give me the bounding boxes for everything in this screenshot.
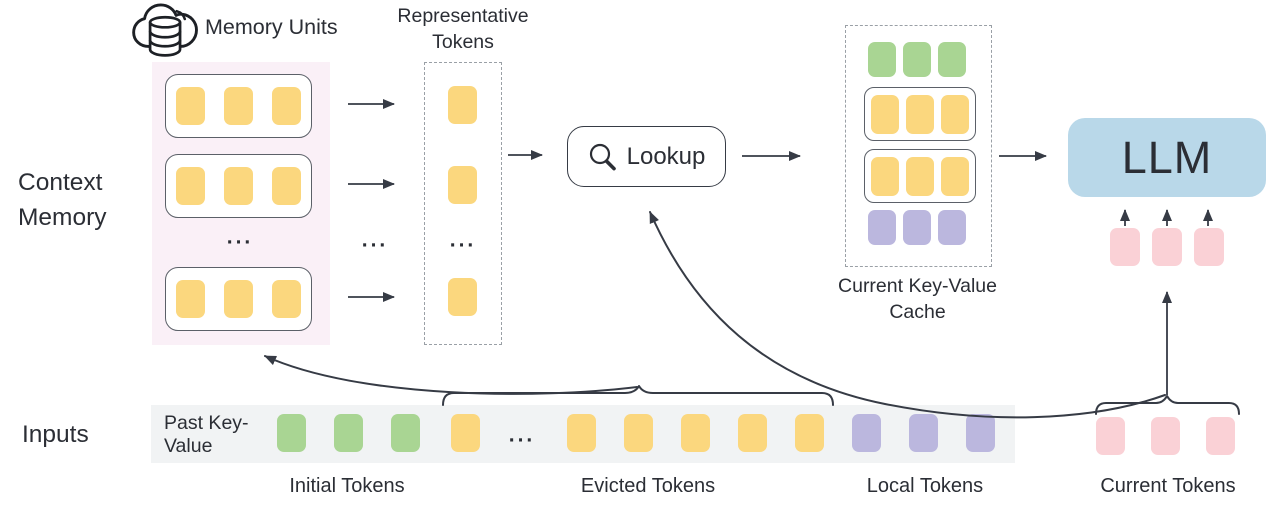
memory-token <box>176 167 205 205</box>
cache-memory-token <box>871 94 899 134</box>
current-tokens-brace <box>1095 395 1240 415</box>
evicted-token <box>567 414 596 452</box>
llm-input-token <box>1194 228 1224 266</box>
representative-ellipsis: ... <box>449 228 477 252</box>
memory-token <box>176 87 205 125</box>
evicted-tokens-group <box>451 414 480 452</box>
memory-unit <box>165 154 312 218</box>
cache-local-row <box>868 210 966 245</box>
representative-token <box>448 166 477 204</box>
representative-token-slot <box>448 166 477 204</box>
evicted-token <box>681 414 710 452</box>
initial-tokens-label: Initial Tokens <box>289 475 405 497</box>
initial-token <box>277 414 306 452</box>
initial-tokens-group <box>277 414 420 452</box>
memory-token <box>272 280 301 318</box>
llm-input-tokens <box>1110 228 1224 266</box>
initial-token <box>334 414 363 452</box>
cloud-database-icon <box>132 3 198 57</box>
representative-token-slot <box>448 278 477 316</box>
llm-label: LLM <box>1121 131 1213 183</box>
representative-tokens-label: Representative Tokens <box>397 5 529 53</box>
arrows-ellipsis: ... <box>361 228 389 252</box>
representative-token <box>448 86 477 124</box>
evicted-ellipsis: ... <box>508 423 536 447</box>
context-memory-label: Context Memory <box>18 169 107 231</box>
representative-token-slot <box>448 86 477 124</box>
memory-ellipsis: ... <box>226 225 254 249</box>
cache-memory-token <box>906 94 934 134</box>
llm-box: LLM <box>1068 118 1266 197</box>
current-token <box>1096 417 1125 455</box>
cache-local-token <box>903 210 931 245</box>
memory-token <box>224 167 253 205</box>
evicted-token <box>451 414 480 452</box>
llm-input-token <box>1110 228 1140 266</box>
cache-initial-token <box>903 42 931 77</box>
cache-memory-token <box>941 156 969 196</box>
representative-token <box>448 278 477 316</box>
evicted-token <box>795 414 824 452</box>
local-token <box>966 414 995 452</box>
memory-token <box>224 87 253 125</box>
cache-initial-row <box>868 42 966 77</box>
current-kv-cache-label: Current Key-Value Cache <box>838 275 997 323</box>
current-tokens-group <box>1096 417 1235 455</box>
cache-local-token <box>938 210 966 245</box>
cache-initial-token <box>938 42 966 77</box>
cache-local-token <box>868 210 896 245</box>
current-token <box>1151 417 1180 455</box>
cache-memory-unit <box>864 87 976 141</box>
cache-memory-token <box>941 94 969 134</box>
evicted-token <box>738 414 767 452</box>
evicted-tokens-group <box>567 414 824 452</box>
current-tokens-label: Current Tokens <box>1100 475 1236 497</box>
evicted-to-memory-arrow <box>264 355 638 395</box>
memory-unit <box>165 267 312 331</box>
memory-token <box>176 280 205 318</box>
cache-memory-token <box>906 156 934 196</box>
inputs-label: Inputs <box>22 421 89 448</box>
local-token <box>909 414 938 452</box>
lookup-button: Lookup <box>567 126 726 187</box>
magnifying-glass-icon <box>589 143 616 170</box>
initial-token <box>391 414 420 452</box>
llm-input-token <box>1152 228 1182 266</box>
cache-memory-unit <box>864 149 976 203</box>
past-key-value-label: Past Key-Value <box>164 412 249 457</box>
current-token <box>1206 417 1235 455</box>
local-token <box>852 414 881 452</box>
memory-token <box>224 280 253 318</box>
evicted-token <box>624 414 653 452</box>
memory-token <box>272 167 301 205</box>
evicted-tokens-brace <box>442 385 834 406</box>
cache-memory-token <box>871 156 899 196</box>
local-tokens-group <box>852 414 995 452</box>
lookup-label: Lookup <box>626 142 706 170</box>
memory-units-label: Memory Units <box>205 15 338 39</box>
memory-token <box>272 87 301 125</box>
evicted-tokens-label: Evicted Tokens <box>580 475 716 497</box>
local-tokens-label: Local Tokens <box>866 475 984 497</box>
memory-unit <box>165 74 312 138</box>
cache-initial-token <box>868 42 896 77</box>
